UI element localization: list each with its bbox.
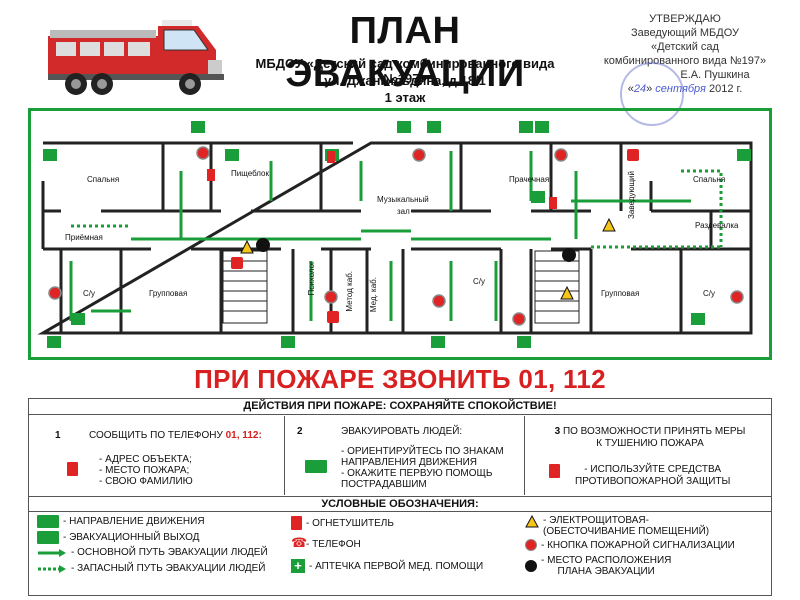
legend-text: - ОГНЕТУШИТЕЛЬ	[306, 517, 394, 529]
step-3-item: ПРОТИВОПОЖАРНОЙ ЗАЩИТЫ	[575, 476, 731, 487]
step-2-item: - ОРИЕНТИРУЙТЕСЬ ПО ЗНАКАМ	[341, 446, 504, 457]
step-1-text: СООБЩИТЬ ПО ТЕЛЕФОНУ	[89, 430, 223, 441]
room-laundry: Прачечная	[509, 175, 550, 184]
room-kitchen: Пищеблок	[231, 169, 269, 178]
reserve-path-icon	[38, 564, 66, 573]
org-name: МБДОУ «Детский сад комбинированного вида…	[255, 56, 555, 86]
step-3-text-2: К ТУШЕНИЮ ПОЖАРА	[596, 438, 704, 449]
official-stamp	[620, 62, 684, 126]
legend-heading: УСЛОВНЫЕ ОБОЗНАЧЕНИЯ:	[29, 496, 771, 512]
floor-plan: Спальня Пищеблок Музыкальный зал Прачечн…	[28, 108, 772, 360]
fire-truck-image	[48, 20, 224, 95]
step-1: 1 СООБЩИТЬ ПО ТЕЛЕФОНУ 01, 112: - АДРЕС …	[29, 416, 285, 495]
legend-reserve-path: - ЗАПАСНЫЙ ПУТЬ ЭВАКУАЦИИ ЛЮДЕЙ	[37, 563, 266, 574]
direction-icon	[37, 515, 59, 528]
step-1-item: - МЕСТО ПОЖАРА;	[99, 465, 190, 476]
room-head: Заведующий	[627, 171, 636, 219]
legend-text: - НАПРАВЛЕНИЕ ДВИЖЕНИЯ	[63, 516, 205, 527]
actions-heading: ДЕЙСТВИЯ ПРИ ПОЖАРЕ: СОХРАНЯЙТЕ СПОКОЙСТ…	[29, 399, 771, 415]
room-method: Метод каб.	[345, 271, 354, 312]
approval-line: Заведующий МБДОУ	[630, 27, 740, 39]
extinguisher-icon	[549, 464, 560, 478]
main-path-icon	[38, 548, 66, 557]
room-psych: Психолог	[307, 261, 316, 296]
room-wc-left: С/у	[83, 289, 95, 298]
step-2-item: - ОКАЖИТЕ ПЕРВУЮ ПОМОЩЬ	[341, 468, 493, 479]
instructions-box: ДЕЙСТВИЯ ПРИ ПОЖАРЕ: СОХРАНЯЙТЕ СПОКОЙСТ…	[28, 398, 772, 596]
step-1-phone: 01, 112:	[225, 430, 262, 441]
legend-first-aid: + - АПТЕЧКА ПЕРВОЙ МЕД. ПОМОЩИ	[291, 559, 483, 573]
room-group-right: Групповая	[601, 289, 640, 298]
legend-text: - ТЕЛЕФОН	[306, 538, 361, 550]
legend-panel: - ЭЛЕКТРОЩИТОВАЯ- (ОБЕСТОЧИВАНИЕ ПОМЕЩЕН…	[525, 515, 709, 537]
approval-date: «24» сентября 2012 г.	[627, 83, 743, 95]
extinguisher-icon	[291, 516, 302, 530]
legend-extinguisher: - ОГНЕТУШИТЕЛЬ	[291, 516, 394, 530]
floor-plan-drawing	[37, 121, 753, 348]
legend-text: - ЭЛЕКТРОЩИТОВАЯ-	[543, 515, 649, 526]
legend-exit: - ЭВАКУАЦИОННЫЙ ВЫХОД	[37, 531, 199, 544]
room-cloakroom: Раздевалка	[695, 221, 739, 230]
phone-icon	[67, 462, 78, 476]
phone-icon: ☎	[291, 535, 308, 550]
approval-line: «Детский сад	[651, 41, 719, 53]
step-3-text: ПО ВОЗМОЖНОСТИ ПРИНЯТЬ МЕРЫ	[562, 426, 746, 437]
fire-call-banner: ПРИ ПОЖАРЕ ЗВОНИТЬ 01, 112	[194, 364, 606, 394]
page-title: ПЛАН ЭВАКУАЦИИ	[285, 10, 525, 95]
legend-text: - АПТЕЧКА ПЕРВОЙ МЕД. ПОМОЩИ	[309, 560, 484, 572]
room-music-hall-2: зал	[397, 207, 410, 216]
legend-text: - МЕСТО РАСПОЛОЖЕНИЯ	[541, 555, 672, 566]
step-1-item: - АДРЕС ОБЪЕКТА;	[99, 454, 192, 465]
room-reception: Приёмная	[65, 233, 103, 242]
step-1-item: - СВОЮ ФАМИЛИЮ	[99, 476, 193, 487]
legend-text: - ОСНОВНОЙ ПУТЬ ЭВАКУАЦИИ ЛЮДЕЙ	[71, 547, 268, 558]
room-med: Мед. каб.	[369, 277, 378, 313]
room-wc-mid: С/у	[473, 277, 485, 286]
room-wc-right: С/у	[703, 289, 715, 298]
legend-text: ПЛАНА ЭВАКУАЦИИ	[557, 566, 655, 577]
alarm-button-icon	[525, 539, 537, 551]
electrical-panel-icon	[525, 515, 539, 528]
legend-text: - ЭВАКУАЦИОННЫЙ ВЫХОД	[63, 532, 200, 543]
address: ул. Джангильдина, д.18/1	[324, 73, 486, 88]
step-2-text: ЭВАКУИРОВАТЬ ЛЮДЕЙ:	[341, 426, 463, 437]
legend-alarm: - КНОПКА ПОЖАРНОЙ СИГНАЛИЗАЦИИ	[525, 539, 735, 551]
step-3-item: - ИСПОЛЬЗУЙТЕ СРЕДСТВА	[584, 464, 722, 475]
legend-text: - КНОПКА ПОЖАРНОЙ СИГНАЛИЗАЦИИ	[541, 539, 735, 551]
plan-location-icon	[525, 560, 537, 572]
step-2: 2 ЭВАКУИРОВАТЬ ЛЮДЕЙ: - ОРИЕНТИРУЙТЕСЬ П…	[285, 416, 525, 495]
step-2-number: 2	[297, 426, 303, 437]
step-2-item: НАПРАВЛЕНИЯ ДВИЖЕНИЯ	[341, 457, 478, 468]
step-2-item: ПОСТРАДАВШИМ	[341, 479, 427, 490]
approval-line: Е.А. Пушкина	[680, 69, 750, 81]
approval-line: УТВЕРЖДАЮ	[649, 13, 721, 25]
legend-main-path: - ОСНОВНОЙ ПУТЬ ЭВАКУАЦИИ ЛЮДЕЙ	[37, 547, 268, 558]
first-aid-icon: +	[291, 559, 305, 573]
step-3: 3 ПО ВОЗМОЖНОСТИ ПРИНЯТЬ МЕРЫ К ТУШЕНИЮ …	[525, 416, 773, 495]
legend-phone: ☎ - ТЕЛЕФОН	[291, 535, 361, 551]
legend-text: (ОБЕСТОЧИВАНИЕ ПОМЕЩЕНИЙ)	[543, 526, 710, 537]
floor-label: 1 этаж	[384, 90, 426, 105]
exit-direction-icon	[305, 460, 327, 473]
approval-line: комбинированного вида №197»	[603, 55, 767, 67]
legend-direction: - НАПРАВЛЕНИЕ ДВИЖЕНИЯ	[37, 515, 205, 528]
legend-you-are-here: - МЕСТО РАСПОЛОЖЕНИЯ ПЛАНА ЭВАКУАЦИИ	[525, 555, 671, 577]
exit-icon	[37, 531, 59, 544]
room-music-hall: Музыкальный	[377, 195, 429, 204]
room-bedroom-right: Спальня	[693, 175, 726, 184]
approval-block: УТВЕРЖДАЮ Заведующий МБДОУ «Детский сад …	[590, 12, 780, 96]
room-bedroom-left: Спальня	[87, 175, 120, 184]
room-group-left: Групповая	[149, 289, 188, 298]
legend-text: - ЗАПАСНЫЙ ПУТЬ ЭВАКУАЦИИ ЛЮДЕЙ	[71, 563, 266, 574]
step-1-number: 1	[55, 430, 61, 441]
step-3-number: 3	[554, 426, 561, 437]
